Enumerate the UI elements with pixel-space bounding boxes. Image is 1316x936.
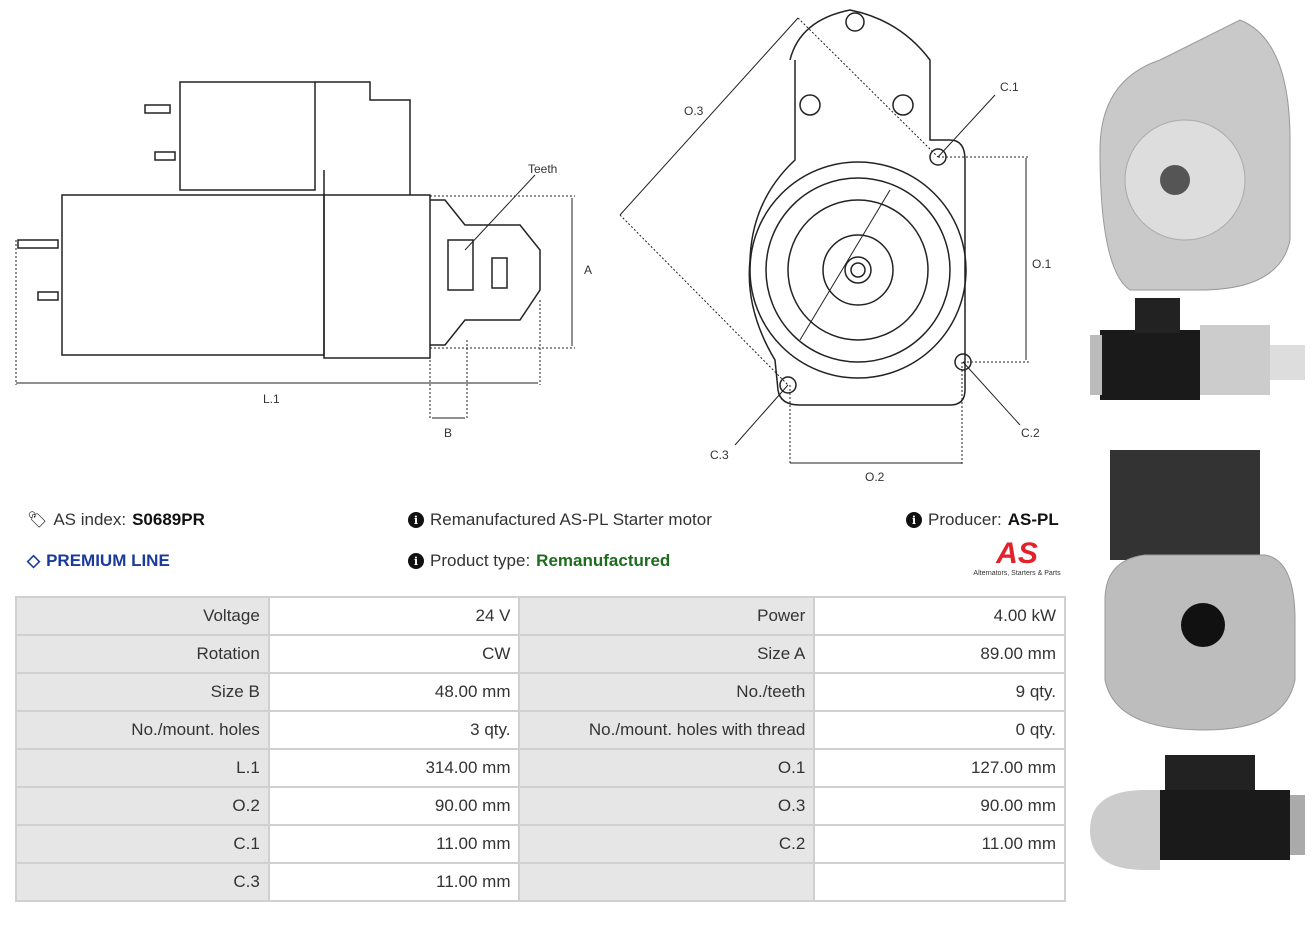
- product-type: i Product type: Remanufactured: [408, 551, 670, 571]
- as-pl-logo: AS Alternators, Starters & Parts: [966, 537, 1068, 578]
- spec-value: 24 V: [267, 596, 521, 636]
- spec-label: No./mount. holes: [15, 710, 270, 750]
- logo-tagline: Alternators, Starters & Parts: [973, 570, 1061, 577]
- spec-label: C.1: [15, 824, 270, 864]
- spec-value: CW: [267, 634, 521, 674]
- spec-value: 11.00 mm: [813, 824, 1066, 864]
- logo-mark: AS: [996, 537, 1038, 570]
- technical-drawing: Teeth A B L.1 O.1 O.2 O.3 C.1 C.2 C.3: [15, 9, 1052, 484]
- spec-value: 90.00 mm: [267, 786, 521, 826]
- spec-value: 11.00 mm: [267, 862, 521, 902]
- spec-label: [518, 862, 816, 902]
- label-o3: O.3: [684, 104, 704, 118]
- label-c2: C.2: [1021, 426, 1040, 440]
- label-l1: L.1: [263, 392, 280, 406]
- producer-label: Producer:: [928, 510, 1002, 529]
- spec-label: Size A: [518, 634, 816, 674]
- photo-side: [1090, 298, 1305, 400]
- spec-value: 90.00 mm: [813, 786, 1066, 826]
- title-text: Remanufactured AS-PL Starter motor: [430, 510, 712, 529]
- info-icon: i: [408, 553, 424, 569]
- diamond-icon: ◇: [27, 551, 41, 570]
- spec-label: O.2: [15, 786, 270, 826]
- spec-label: Size B: [15, 672, 270, 712]
- spec-label: Rotation: [15, 634, 270, 674]
- spec-value: [813, 862, 1066, 902]
- spec-value: 89.00 mm: [813, 634, 1066, 674]
- label-c1: C.1: [1000, 80, 1019, 94]
- label-c3: C.3: [710, 448, 729, 462]
- product-title: i Remanufactured AS-PL Starter motor: [408, 510, 712, 530]
- label-o1: O.1: [1032, 257, 1052, 271]
- label-a: A: [584, 263, 592, 277]
- label-b: B: [444, 426, 452, 440]
- info-icon: i: [408, 512, 424, 528]
- spec-label: No./teeth: [518, 672, 816, 712]
- premium-line: ◇ PREMIUM LINE: [27, 551, 170, 571]
- photo-front: [1099, 19, 1291, 291]
- as-index-label: AS index:: [53, 510, 127, 529]
- spec-value: 0 qty.: [813, 710, 1066, 750]
- spec-value: 127.00 mm: [813, 748, 1066, 788]
- spec-label: C.2: [518, 824, 816, 864]
- label-o2: O.2: [865, 470, 885, 484]
- producer: i Producer: AS-PL: [906, 510, 1059, 530]
- info-icon: i: [906, 512, 922, 528]
- as-index: 🏷︎ AS index: S0689PR: [27, 510, 205, 530]
- spec-label: L.1: [15, 748, 270, 788]
- front-view: [619, 9, 1030, 465]
- spec-label: Voltage: [15, 596, 270, 636]
- photo-rear: [1104, 450, 1296, 731]
- spec-label: O.3: [518, 786, 816, 826]
- product-type-value: Remanufactured: [536, 551, 671, 570]
- side-view: [15, 81, 575, 420]
- spec-value: 4.00 kW: [813, 596, 1066, 636]
- product-photos: [1090, 19, 1305, 870]
- spec-value: 3 qty.: [267, 710, 521, 750]
- label-teeth: Teeth: [528, 162, 557, 176]
- spec-label: Power: [518, 596, 816, 636]
- spec-label: No./mount. holes with thread: [518, 710, 816, 750]
- tags-icon: 🏷︎: [27, 512, 48, 529]
- spec-value: 9 qty.: [813, 672, 1066, 712]
- producer-value: AS-PL: [1007, 510, 1059, 529]
- as-index-value: S0689PR: [132, 510, 205, 529]
- premium-label: PREMIUM LINE: [46, 551, 170, 570]
- spec-label: O.1: [518, 748, 816, 788]
- product-type-label: Product type:: [430, 551, 531, 570]
- photo-side-2: [1090, 755, 1305, 870]
- spec-value: 314.00 mm: [267, 748, 521, 788]
- spec-label: C.3: [15, 862, 270, 902]
- spec-value: 48.00 mm: [267, 672, 521, 712]
- spec-value: 11.00 mm: [267, 824, 521, 864]
